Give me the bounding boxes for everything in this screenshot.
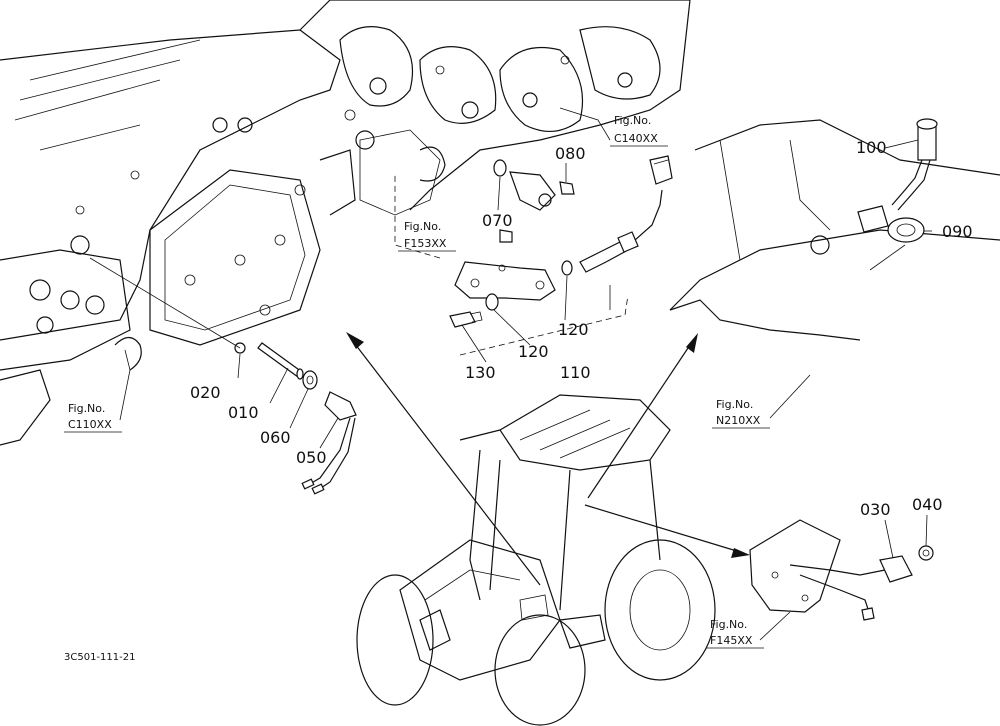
callout-010: 010 xyxy=(228,403,259,422)
fig-ref-f153-number: F153XX xyxy=(404,237,447,250)
fig-ref-c110-number: C110XX xyxy=(68,418,112,431)
part-050-switch xyxy=(301,391,357,495)
engine-block xyxy=(299,0,691,216)
part-080-bolt xyxy=(559,181,575,195)
callout-130: 130 xyxy=(465,363,496,382)
part-110-sensor xyxy=(579,155,673,273)
callout-120-b: 120 xyxy=(518,342,549,361)
diagram-code: 3C501-111-21 xyxy=(64,652,135,663)
part-sensor-body xyxy=(509,171,556,211)
part-090-grommet xyxy=(887,217,925,243)
fig-ref-c140-label: Fig.No. xyxy=(614,114,651,127)
callout-labels: 020 010 060 050 070 080 120 120 130 110 … xyxy=(190,138,973,519)
fig-ref-n210-number: N210XX xyxy=(716,414,761,427)
part-070-oring xyxy=(493,159,507,177)
callout-090: 090 xyxy=(942,222,973,241)
callout-080: 080 xyxy=(555,144,586,163)
part-040-nut xyxy=(918,545,934,561)
part-f145-bracket xyxy=(749,519,886,621)
callout-110: 110 xyxy=(560,363,591,382)
callout-060: 060 xyxy=(260,428,291,447)
part-120-washer-b xyxy=(561,260,573,276)
callout-100: 100 xyxy=(856,138,887,157)
fig-ref-f145-label: Fig.No. xyxy=(710,618,747,631)
callout-070: 070 xyxy=(482,211,513,230)
fig-ref-f153-label: Fig.No. xyxy=(404,220,441,233)
tractor-illustration xyxy=(356,394,716,726)
part-bracket xyxy=(454,229,556,301)
callout-020: 020 xyxy=(190,383,221,402)
callout-050: 050 xyxy=(296,448,327,467)
fig-ref-n210: Fig.No. N210XX xyxy=(712,398,770,429)
leader-lines xyxy=(89,107,932,641)
part-010-pin xyxy=(257,342,304,380)
callout-040: 040 xyxy=(912,495,943,514)
part-130-bolt xyxy=(449,311,483,328)
part-060-washer xyxy=(302,370,318,390)
fig-ref-c140-number: C140XX xyxy=(614,132,658,145)
fig-ref-c110: Fig.No. C110XX xyxy=(64,402,122,433)
callout-120-a: 120 xyxy=(558,320,589,339)
location-arrows xyxy=(346,332,750,586)
part-120-washer-a xyxy=(485,293,499,311)
part-100-switch xyxy=(857,118,938,233)
fig-ref-f153: Fig.No. F153XX xyxy=(398,220,456,252)
transmission-housing xyxy=(0,29,341,446)
fig-ref-c140: Fig.No. C140XX xyxy=(610,114,668,147)
fig-ref-c110-label: Fig.No. xyxy=(68,402,105,415)
fig-ref-f145-number: F145XX xyxy=(710,634,753,647)
fig-ref-n210-label: Fig.No. xyxy=(716,398,753,411)
part-030-switch xyxy=(879,555,913,583)
callout-030: 030 xyxy=(860,500,891,519)
fig-ref-f145: Fig.No. F145XX xyxy=(706,618,764,649)
